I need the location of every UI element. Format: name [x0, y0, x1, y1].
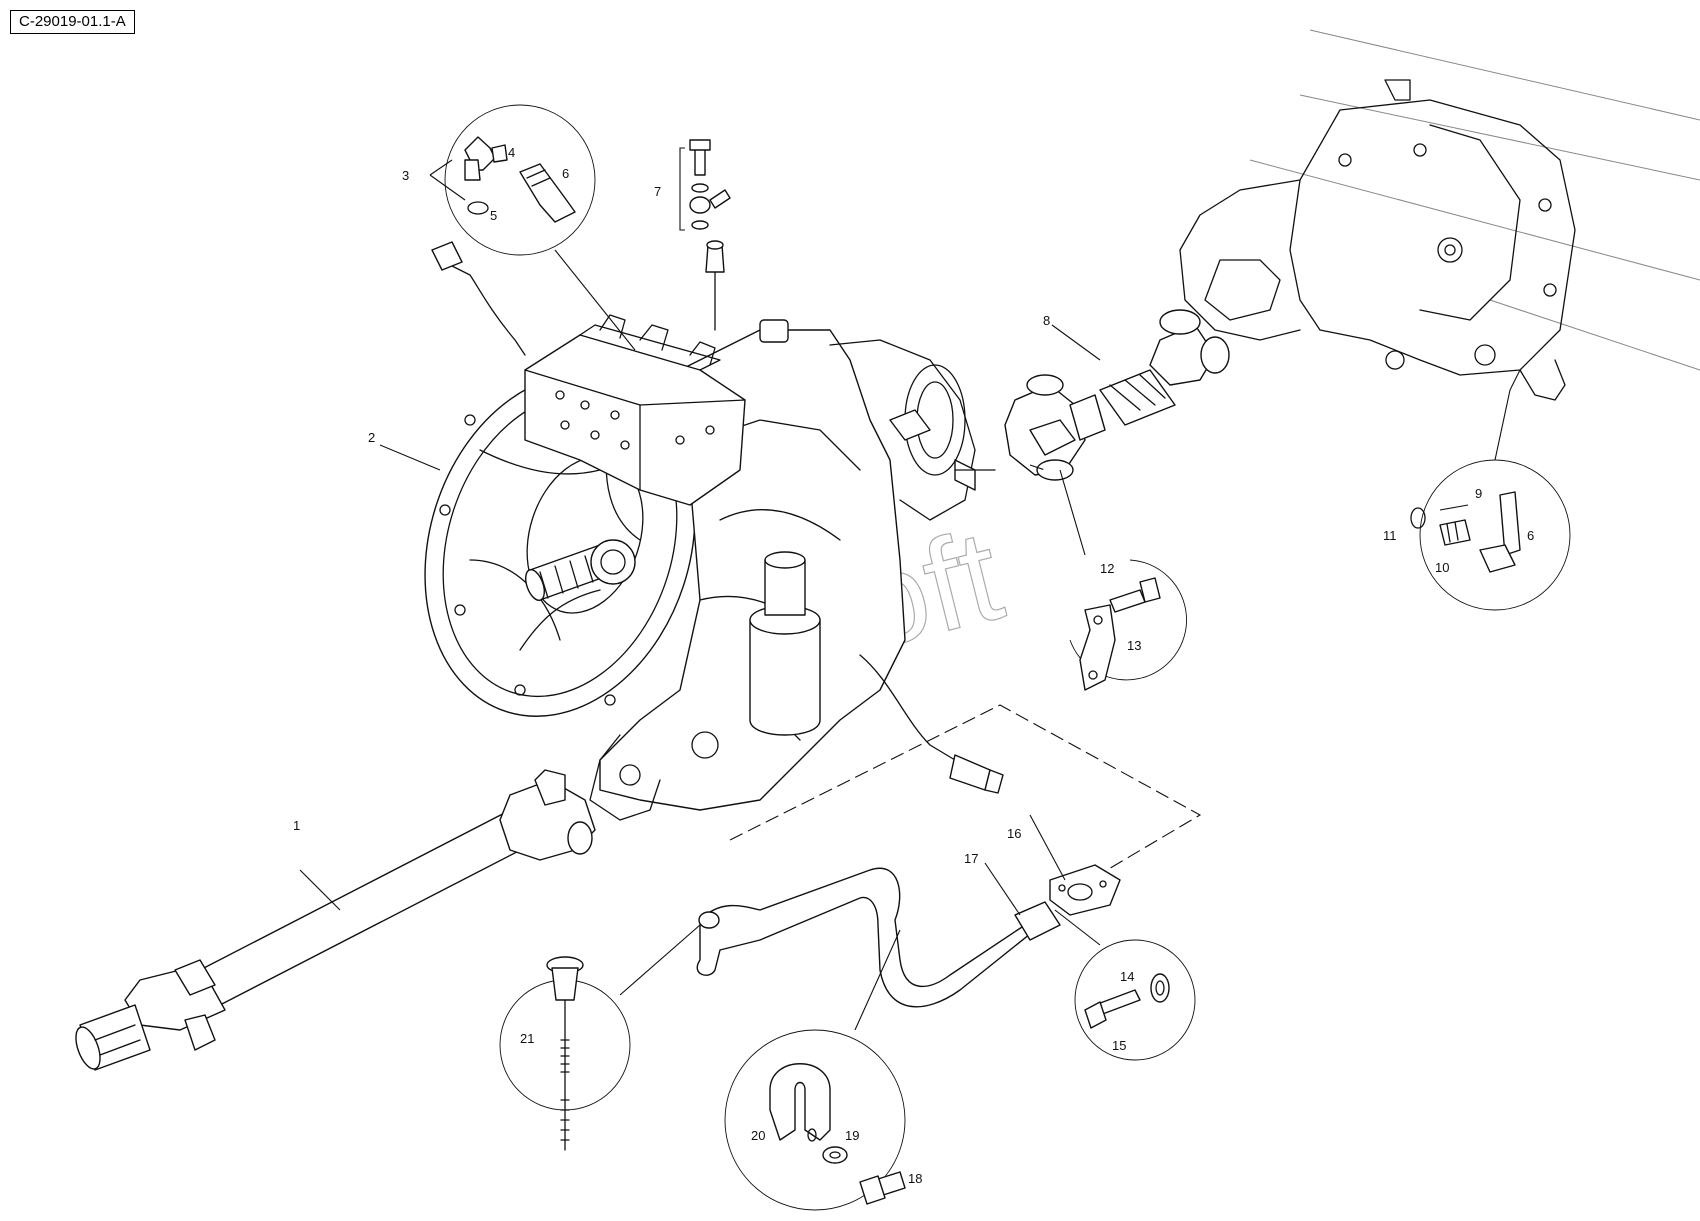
callout-8: 8 [1043, 313, 1050, 328]
detail-circle-bolt-14-15 [1054, 909, 1196, 1061]
detail-circle-clamp-18-20 [724, 929, 906, 1211]
callout-3: 3 [402, 168, 409, 183]
callout-5: 5 [490, 208, 497, 223]
callout-14: 14 [1120, 969, 1134, 984]
transmission-assembly [424, 240, 1004, 821]
callout-13: 13 [1127, 638, 1141, 653]
callout-17: 17 [964, 851, 978, 866]
callout-15: 15 [1112, 1038, 1126, 1053]
callout-19: 19 [845, 1128, 859, 1143]
callout-leaders [299, 324, 1101, 916]
detail-fitting-stack-7 [679, 139, 731, 231]
callout-10: 10 [1435, 560, 1449, 575]
cardan-coupling-8 [1004, 309, 1230, 481]
callout-labels: 1 2 3 4 5 6 7 8 9 10 11 6 12 13 14 15 16… [293, 145, 1534, 1186]
callout-18: 18 [908, 1171, 922, 1186]
callout-7: 7 [654, 184, 661, 199]
callout-12: 12 [1100, 561, 1114, 576]
callout-9: 9 [1475, 486, 1482, 501]
callout-6-right: 6 [1527, 528, 1534, 543]
callout-1: 1 [293, 818, 300, 833]
callout-16: 16 [1007, 826, 1021, 841]
reference-lines [729, 464, 1202, 881]
detail-circle-dipstick-21 [499, 924, 701, 1151]
diagram-id-label: C-29019-01.1-A [10, 10, 135, 34]
callout-6-top: 6 [562, 166, 569, 181]
callout-21: 21 [520, 1031, 534, 1046]
callout-4: 4 [508, 145, 515, 160]
oil-pipe-17 [696, 864, 1121, 1008]
detail-circle-fittings-9-11 [1410, 369, 1571, 611]
rear-axle-housing [1179, 29, 1700, 401]
drive-shaft-1 [75, 769, 596, 1071]
callout-2: 2 [368, 430, 375, 445]
detail-circle-bracket-12-13 [1059, 469, 1187, 691]
callout-20: 20 [751, 1128, 765, 1143]
callout-11: 11 [1383, 528, 1397, 543]
detail-circle-fittings-3-6 [429, 104, 636, 351]
